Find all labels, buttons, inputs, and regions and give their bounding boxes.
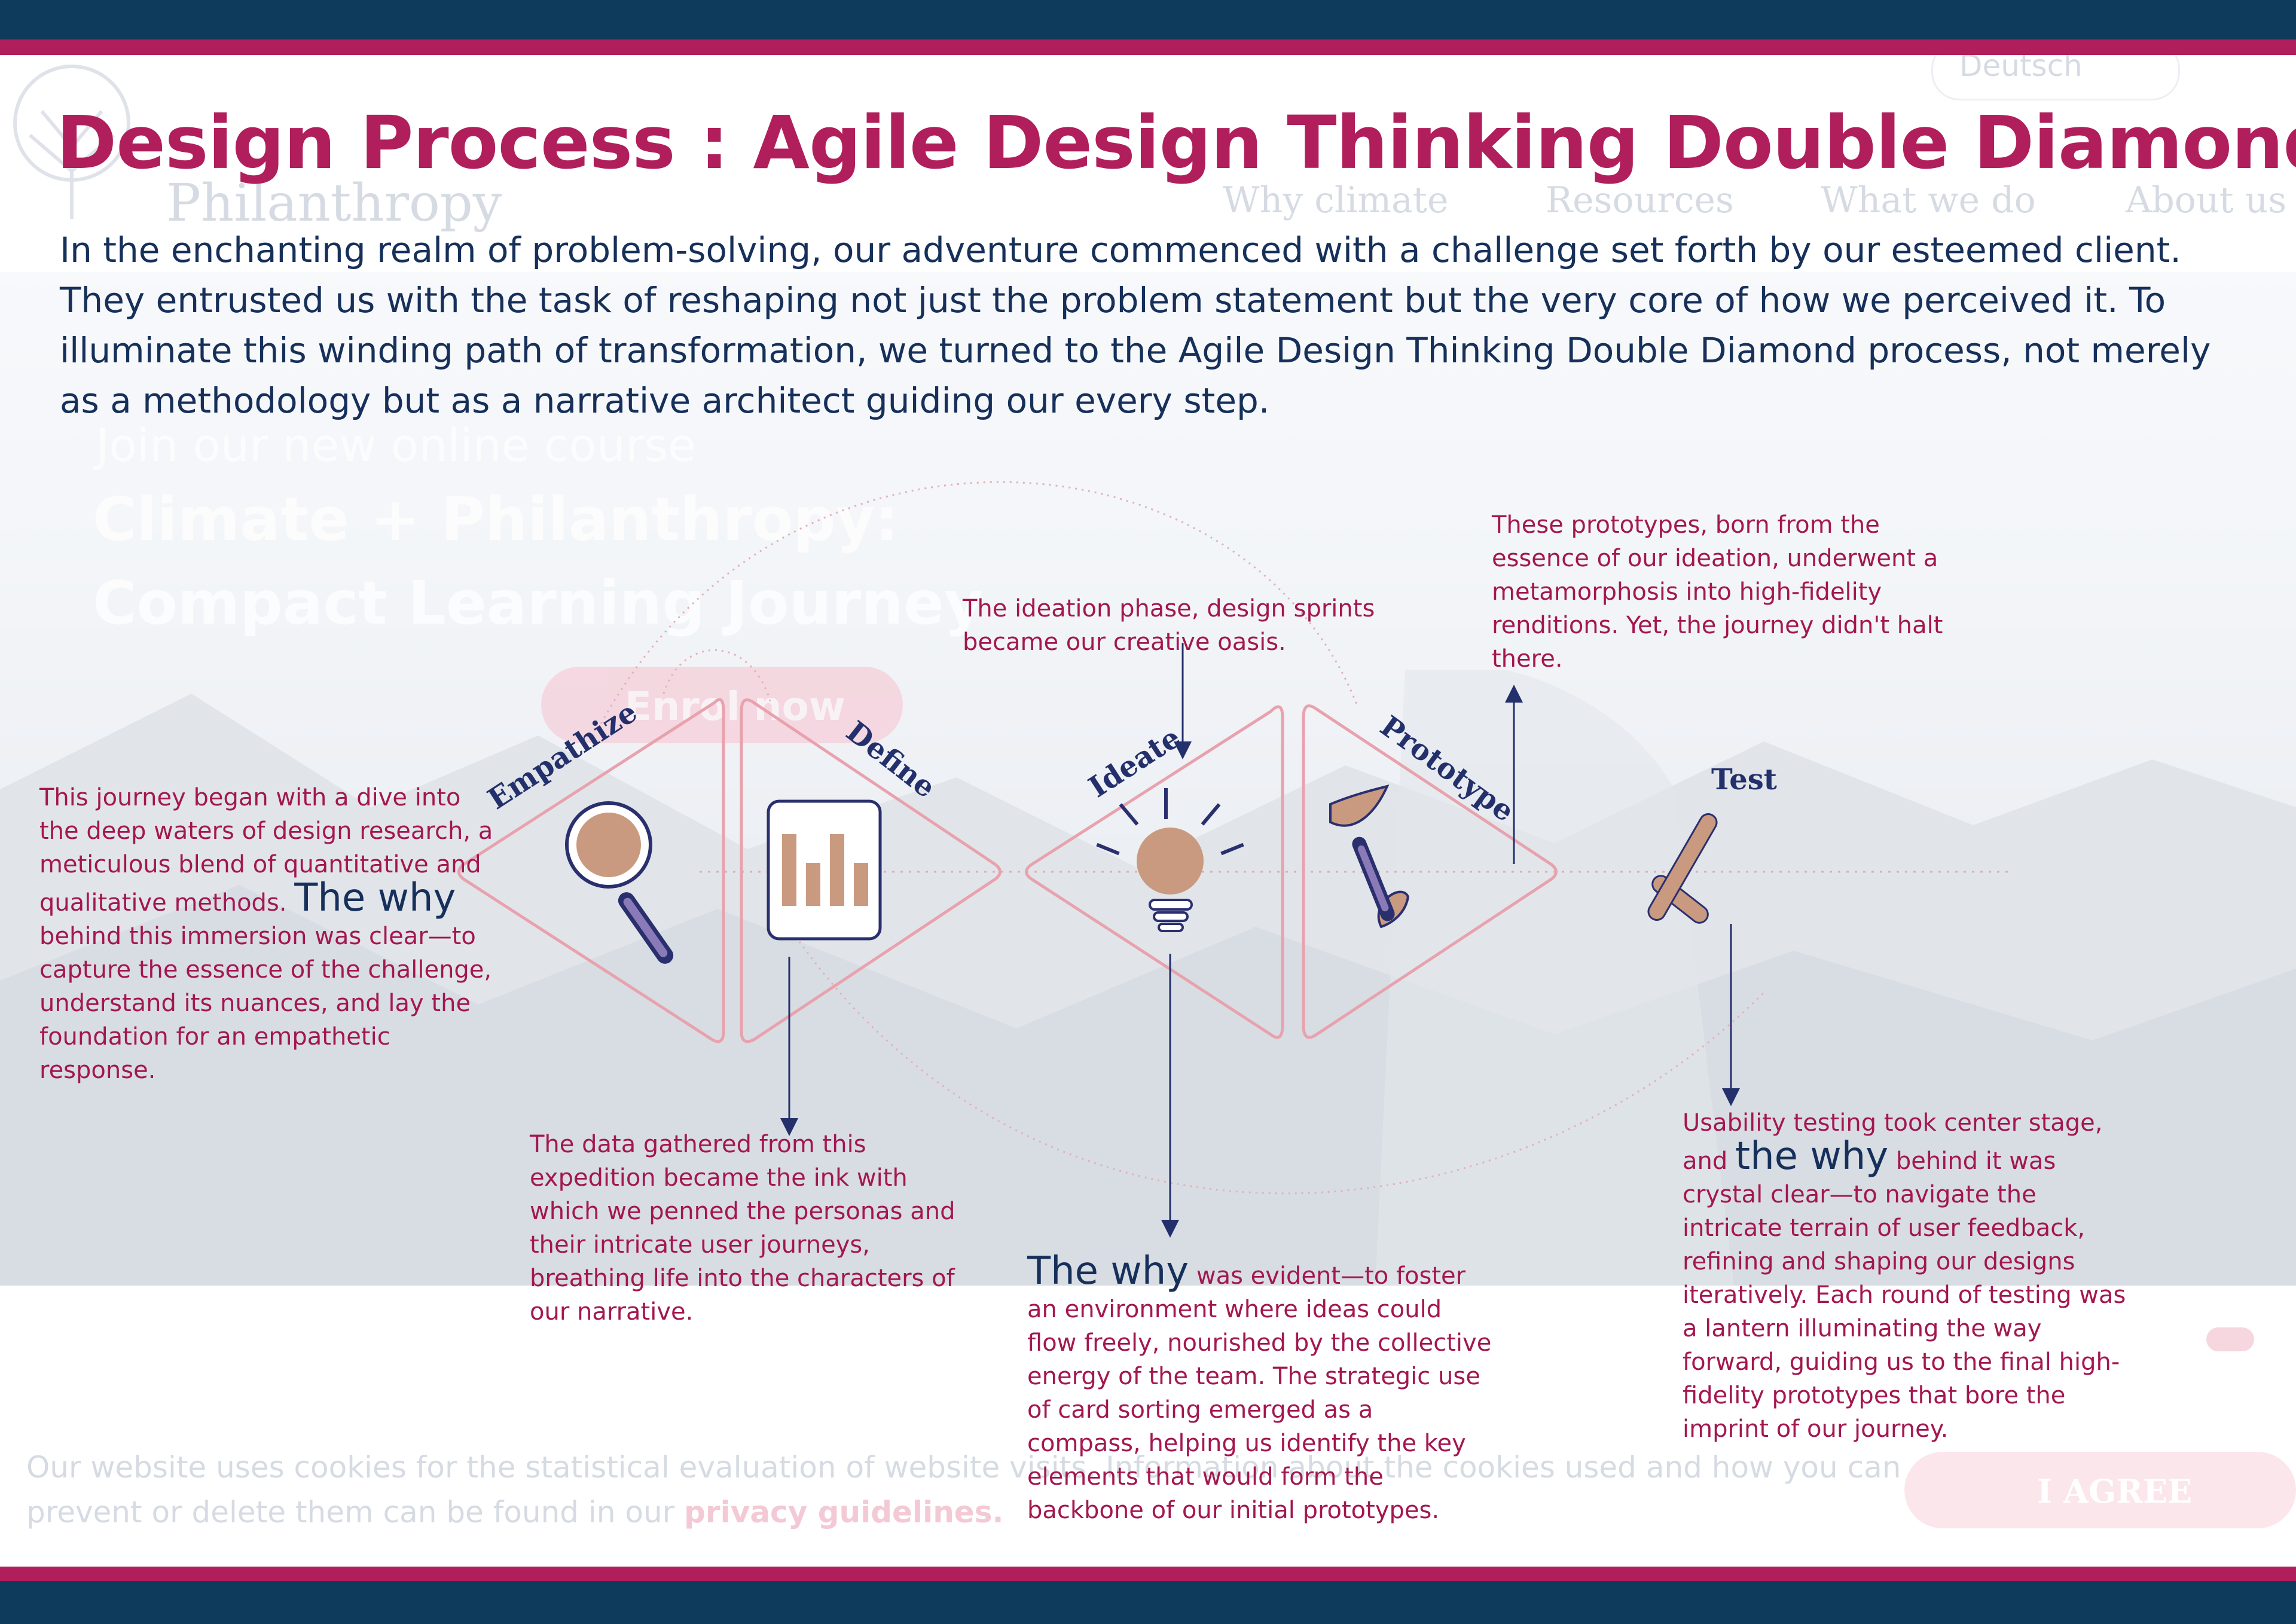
dotted-arc-small <box>664 650 771 706</box>
note-test-body: behind it was crystal clear—to navigate … <box>1683 1147 2126 1443</box>
note-empathize-body: behind this immersion was clear—to captu… <box>39 923 491 1084</box>
checkmark-icon <box>1645 811 1720 926</box>
label-define: Define <box>840 715 942 804</box>
note-test-why: the why <box>1735 1134 1888 1179</box>
magnifier-icon <box>567 803 677 967</box>
note-ideate-why: The why <box>1027 1249 1189 1293</box>
note-test: Usability testing took center stage, and… <box>1683 1106 2137 1446</box>
note-ideate-body: was evident—to foster an environment whe… <box>1027 1262 1491 1524</box>
label-empathize: Empathize <box>482 695 643 816</box>
label-ideate: Ideate <box>1083 721 1186 804</box>
note-empathize-why: The why <box>294 876 456 920</box>
hourglass-icon <box>1330 786 1408 927</box>
label-prototype: Prototype <box>1374 709 1521 828</box>
bar-chart-icon <box>768 801 880 939</box>
label-test: Test <box>1711 763 1777 796</box>
note-define: The data gathered from this expedition b… <box>530 1128 984 1329</box>
note-prototype: These prototypes, born from the essence … <box>1492 508 1946 676</box>
note-ideate-top: The ideation phase, design sprints becam… <box>963 592 1381 659</box>
note-ideate: The why was evident—to foster an environ… <box>1027 1254 1494 1527</box>
note-empathize: This journey began with a dive into the … <box>39 781 494 1087</box>
